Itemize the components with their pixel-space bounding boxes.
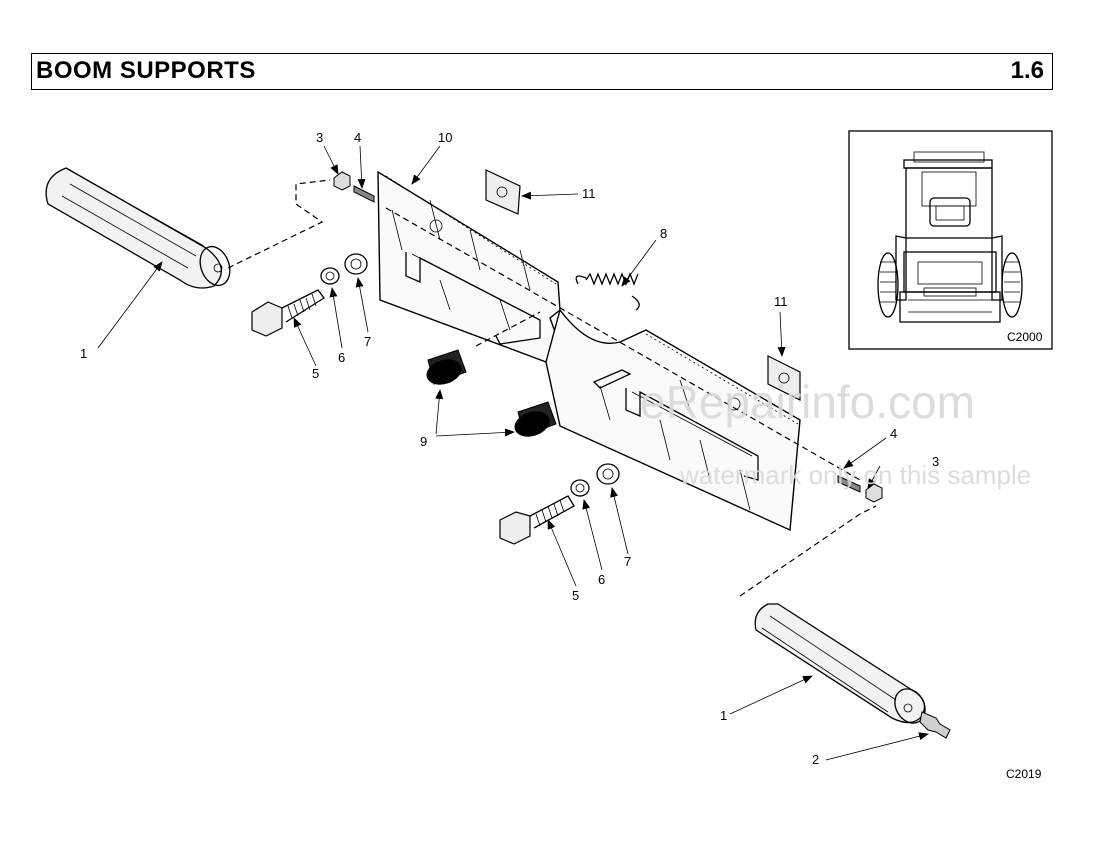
tube-right <box>754 603 926 724</box>
callout-1-left: 1 <box>80 346 87 361</box>
flat-washer-upper <box>344 253 368 275</box>
callout-5-upper: 5 <box>312 366 319 381</box>
watermark-main: eRepairinfo.com <box>640 376 975 428</box>
page-title: BOOM SUPPORTS <box>36 57 256 84</box>
callout-6-lower: 6 <box>598 572 605 587</box>
lock-washer-lower <box>570 479 590 497</box>
callout-7-lower: 7 <box>624 554 631 569</box>
spring <box>575 272 640 311</box>
flat-washer-lower <box>596 463 620 485</box>
callout-5-lower: 5 <box>572 588 579 603</box>
leader-lines <box>97 145 929 761</box>
inset-code: C2000 <box>1007 330 1043 344</box>
callout-9: 9 <box>420 434 427 449</box>
page-header: BOOM SUPPORTS 1.6 <box>31 53 1053 90</box>
callout-6-upper: 6 <box>338 350 345 365</box>
watermark-sub: watermark only on this sample <box>679 460 1031 490</box>
callout-4-upper: 4 <box>354 130 361 145</box>
bolt-upper <box>251 289 325 337</box>
shaft-lower-end <box>837 475 861 493</box>
grease-fitting <box>919 711 951 739</box>
callout-2: 2 <box>812 752 819 767</box>
wear-pad-upper <box>485 169 521 215</box>
bracket-plate-upper <box>377 170 561 363</box>
nut-upper <box>333 171 351 191</box>
callout-10: 10 <box>438 130 452 145</box>
lock-washer-upper <box>320 267 340 285</box>
bolt-lower <box>499 495 575 545</box>
callout-3-upper: 3 <box>316 130 323 145</box>
wear-pad-lower <box>767 355 801 401</box>
rubber-cap-lower <box>514 401 557 437</box>
bracket-plate-lower <box>545 308 801 532</box>
skid-steer-loader-icon <box>877 151 1023 323</box>
machine-inset: C2000 <box>848 130 1053 350</box>
callout-11-lower: 11 <box>774 294 788 309</box>
callout-4-lower: 4 <box>890 426 897 441</box>
callout-7-upper: 7 <box>364 334 371 349</box>
rubber-cap-upper <box>426 349 467 385</box>
callout-8: 8 <box>660 226 667 241</box>
section-number: 1.6 <box>1010 57 1044 84</box>
tube-left <box>45 167 231 289</box>
callout-11-upper: 11 <box>582 186 596 201</box>
callout-1-right: 1 <box>720 708 727 723</box>
shaft-upper-end <box>353 185 375 203</box>
figure-code: C2019 <box>1006 767 1042 781</box>
callout-3-lower: 3 <box>932 454 939 469</box>
